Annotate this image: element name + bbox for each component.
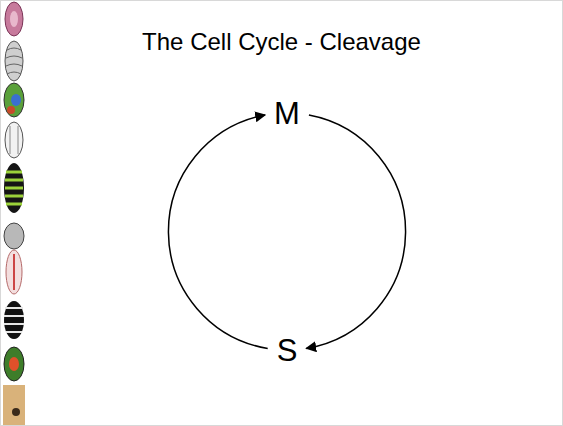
embryo-image <box>11 94 21 106</box>
embryo-image <box>5 41 23 81</box>
stage-text: M <box>274 96 300 131</box>
cycle-arrow <box>168 115 267 348</box>
embryo-image <box>3 385 25 425</box>
stage-label: S <box>274 333 301 368</box>
embryo-image <box>4 83 24 117</box>
embryo-image <box>13 254 15 290</box>
title-text: The Cell Cycle - Cleavage <box>142 28 421 55</box>
stage-text: S <box>277 333 298 368</box>
embryo-image <box>9 357 19 371</box>
stage-label: M <box>271 96 303 131</box>
embryo-image <box>10 11 18 27</box>
slide-title: The Cell Cycle - Cleavage <box>0 28 563 56</box>
embryo-image <box>4 301 24 339</box>
embryo-image <box>4 223 24 249</box>
embryo-image <box>4 308 24 332</box>
embryo-image <box>5 172 23 204</box>
embryo-image <box>6 48 22 74</box>
cycle-arrow <box>306 115 405 348</box>
embryo-image <box>5 2 23 36</box>
embryo-image <box>4 347 24 381</box>
embryo-image <box>7 106 15 114</box>
embryo-image <box>12 408 20 416</box>
embryo-image <box>5 122 23 158</box>
embryo-image <box>6 250 22 294</box>
embryo-image <box>4 163 24 213</box>
embryo-image <box>10 126 18 154</box>
